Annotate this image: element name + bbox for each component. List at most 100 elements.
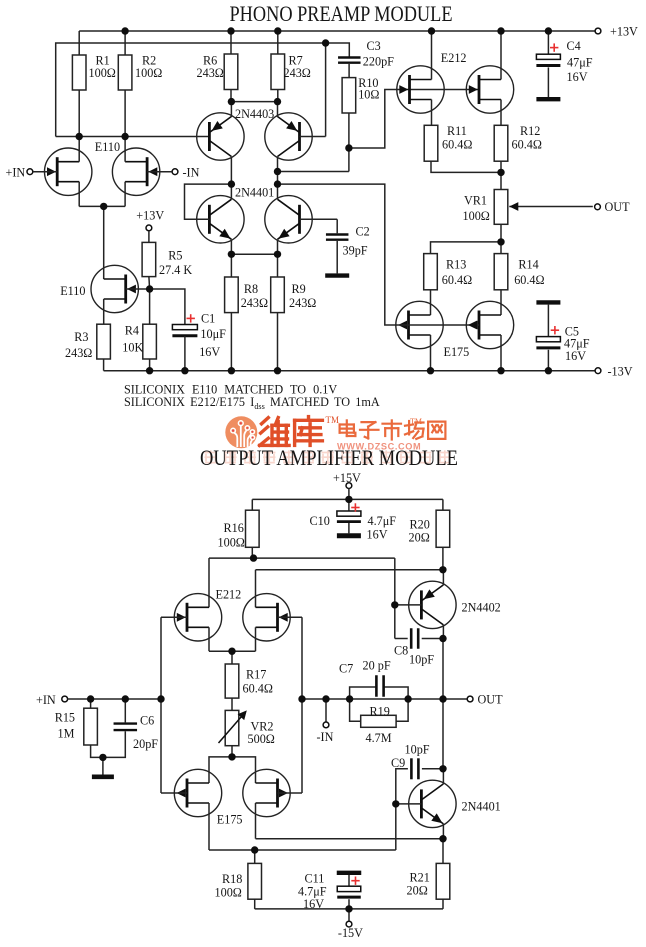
svg-text:2N4402: 2N4402 [462,601,501,615]
svg-text:-IN: -IN [317,730,334,744]
svg-text:R17: R17 [246,668,266,682]
svg-text:C11: C11 [305,872,325,886]
svg-text:16V: 16V [199,345,220,359]
svg-text:-IN: -IN [183,166,200,180]
svg-text:20Ω: 20Ω [409,531,430,545]
svg-text:C4: C4 [567,39,581,53]
svg-text:16V: 16V [303,897,324,911]
svg-text:R20: R20 [410,518,430,532]
svg-text:TM: TM [410,417,422,426]
svg-text:10Ω: 10Ω [358,88,379,102]
svg-text:60.4Ω: 60.4Ω [442,273,472,287]
svg-text:OUT: OUT [605,200,631,214]
svg-text:1M: 1M [58,727,75,741]
svg-text:10K: 10K [122,341,143,355]
svg-text:E175: E175 [444,345,470,359]
svg-text:243Ω: 243Ω [289,296,316,310]
svg-text:R9: R9 [292,282,306,296]
svg-text:R13: R13 [446,258,466,272]
svg-text:R5: R5 [168,249,182,263]
svg-text:60.4Ω: 60.4Ω [514,273,544,287]
svg-text:10pF: 10pF [409,653,434,667]
svg-text:27.4 K: 27.4 K [159,263,192,277]
svg-text:+13V: +13V [136,208,164,222]
svg-text:2N4403: 2N4403 [235,107,274,121]
svg-text:60.4Ω: 60.4Ω [243,681,273,695]
svg-text:VR2: VR2 [251,720,274,734]
svg-text:C1: C1 [201,312,215,326]
svg-text:243Ω: 243Ω [241,296,268,310]
svg-text:243Ω: 243Ω [65,346,92,360]
svg-text:E175: E175 [217,813,243,827]
svg-text:39pF: 39pF [343,244,368,258]
svg-text:C5: C5 [565,325,579,339]
svg-text:OUTPUT AMPLIFIER MODULE: OUTPUT AMPLIFIER MODULE [200,445,458,470]
svg-text:60.4Ω: 60.4Ω [512,138,542,152]
svg-text:500Ω: 500Ω [248,732,275,746]
svg-text:R12: R12 [520,124,540,138]
svg-text:20pF: 20pF [133,737,158,751]
svg-text:60.4Ω: 60.4Ω [442,138,472,152]
svg-text:100Ω: 100Ω [135,66,162,80]
svg-text:R15: R15 [55,711,75,725]
svg-text:VR1: VR1 [464,194,487,208]
svg-text:4.7μF: 4.7μF [298,884,327,898]
svg-text:SILICONIX E212/E175 Idss MATCH: SILICONIX E212/E175 Idss MATCHED TO 1mA [124,395,380,411]
svg-text:C3: C3 [367,39,381,53]
svg-text:16V: 16V [367,528,388,542]
svg-text:+IN: +IN [36,693,56,707]
svg-text:+13V: +13V [610,25,638,39]
svg-text:R6: R6 [203,54,217,68]
svg-text:10μF: 10μF [200,327,226,341]
svg-text:R10: R10 [358,76,378,90]
svg-text:SILICONIX E110 MATCHED TO 0.1V: SILICONIX E110 MATCHED TO 0.1V [124,382,337,396]
svg-text:243Ω: 243Ω [284,66,311,80]
svg-text:E110: E110 [95,140,120,154]
svg-text:100Ω: 100Ω [218,536,245,550]
svg-text:47μF: 47μF [564,336,590,350]
svg-text:10pF: 10pF [405,743,430,757]
svg-text:+IN: +IN [6,165,26,179]
svg-text:20Ω: 20Ω [407,884,428,898]
svg-text:R7: R7 [289,54,303,68]
svg-text:100Ω: 100Ω [463,209,490,223]
svg-text:100Ω: 100Ω [89,66,116,80]
svg-text:2N4401: 2N4401 [235,185,274,199]
svg-text:4.7M: 4.7M [366,731,392,745]
svg-text:R21: R21 [410,871,430,885]
svg-text:R3: R3 [74,330,88,344]
svg-text:4.7μF: 4.7μF [368,514,397,528]
svg-text:C7: C7 [339,662,353,676]
svg-text:PHONO PREAMP MODULE: PHONO PREAMP MODULE [230,1,453,26]
svg-text:TM: TM [326,415,340,425]
svg-text:E212: E212 [441,51,467,65]
svg-text:WWW.DZSC.COM: WWW.DZSC.COM [337,442,421,452]
svg-text:R11: R11 [447,124,467,138]
svg-text:-15V: -15V [338,926,363,940]
svg-text:R1: R1 [96,54,110,68]
svg-text:E212: E212 [216,588,242,602]
svg-text:C2: C2 [356,225,370,239]
svg-text:100Ω: 100Ω [215,886,242,900]
svg-text:C9: C9 [391,756,405,770]
svg-text:16V: 16V [567,70,588,84]
svg-text:47μF: 47μF [567,56,593,70]
svg-text:+15V: +15V [333,471,361,485]
svg-text:20 pF: 20 pF [363,659,391,673]
svg-text:E110: E110 [60,284,85,298]
svg-text:OUT: OUT [478,693,504,707]
svg-text:R19: R19 [370,705,390,719]
svg-text:C8: C8 [394,644,408,658]
svg-text:2N4401: 2N4401 [462,800,501,814]
svg-text:243Ω: 243Ω [197,66,224,80]
svg-text:R4: R4 [125,323,139,337]
svg-text:C6: C6 [140,713,154,727]
svg-text:R14: R14 [518,258,538,272]
svg-text:-13V: -13V [608,365,633,379]
svg-text:R8: R8 [244,282,258,296]
svg-text:16V: 16V [565,349,586,363]
svg-text:220pF: 220pF [363,55,394,69]
svg-text:R16: R16 [224,521,244,535]
svg-text:R18: R18 [222,872,242,886]
svg-text:C10: C10 [310,514,330,528]
